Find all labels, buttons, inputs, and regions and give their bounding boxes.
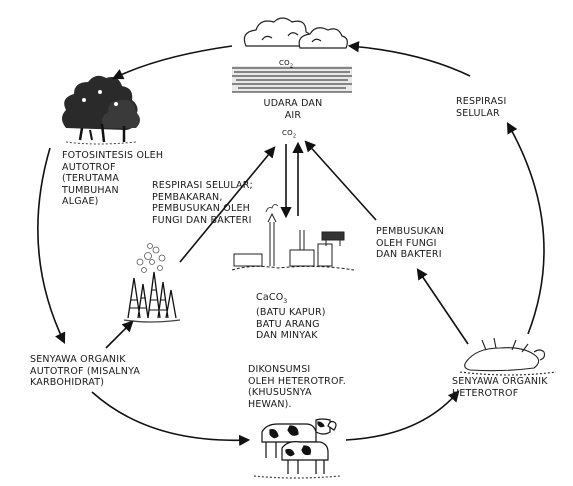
air-label: UDARA DAN AIR <box>263 98 323 121</box>
cloud-icon <box>243 17 348 49</box>
senyawa-autotrof-label: SENYAWA ORGANIK AUTOTROF (MISALNYA KARBO… <box>30 354 141 388</box>
respirasi-selular-label: RESPIRASI SELULAR <box>456 96 507 119</box>
caco3-label: CaCO3 (BATU KAPUR) BATU ARANG DAN MINYAK <box>256 292 326 342</box>
arrow-air-to-trees <box>111 45 233 80</box>
burning-forest-icon <box>123 243 181 323</box>
respirasi-pembakaran-label: RESPIRASI SELULAR; PEMBAKARAN, PEMBUSUKA… <box>152 180 253 226</box>
arrow-senyawa-to-fire <box>105 320 134 349</box>
arrow-hetero-to-resp <box>506 122 545 335</box>
dikonsumsi-label: DIKONSUMSI OLEH HETEROTROF. (KHUSUSNYA H… <box>248 364 347 410</box>
cycle-arrows <box>37 41 545 446</box>
arrow-hetero-to-pembusukan <box>416 268 469 345</box>
water-icon <box>232 66 352 93</box>
arrow-senyawa-to-cows <box>91 391 251 446</box>
pembusukan-label: PEMBUSUKAN OLEH FUNGI DAN BAKTERI <box>376 226 445 260</box>
arrow-trees-to-senyawa <box>37 147 66 345</box>
fotosintesis-label: FOTOSINTESIS OLEH AUTOTROF (TERUTAMA TUM… <box>62 150 164 207</box>
factory-icon <box>231 204 355 271</box>
co2-top-label: CO2 <box>279 59 294 70</box>
co2-center-label: CO2 <box>282 129 297 140</box>
dead-animal-icon <box>459 337 557 376</box>
arrow-cows-to-hetero <box>345 390 460 441</box>
senyawa-heterotrof-label: SENYAWA ORGANIK HETEROTROF <box>452 376 548 399</box>
tree-icon <box>62 75 140 145</box>
arrow-resp-to-air <box>347 41 471 77</box>
arrow-fire-to-co2 <box>179 146 276 263</box>
arrow-pembusukan-to-co2 <box>304 140 377 221</box>
cow-icon <box>253 418 341 479</box>
